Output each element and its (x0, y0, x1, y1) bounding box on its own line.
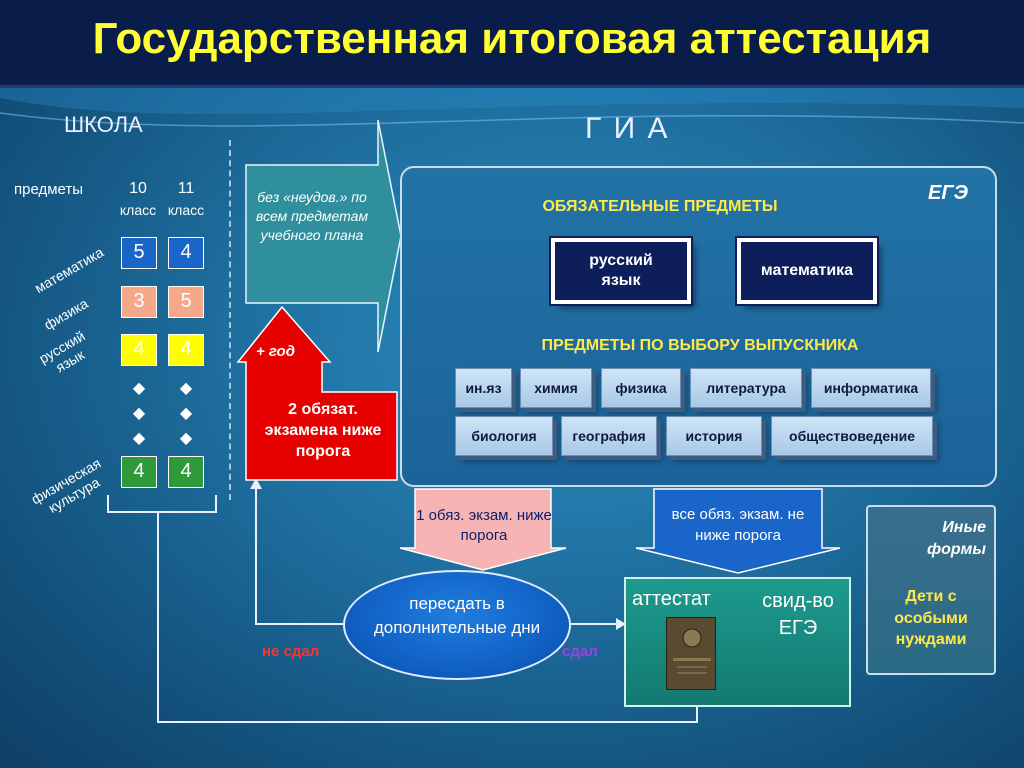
mandatory-math: математика (735, 236, 879, 306)
diamond-icon: ◆ (132, 380, 146, 397)
failed-label: не сдал (262, 643, 320, 660)
mark-russian-11: 4 (168, 334, 204, 366)
grade11-label: класс (167, 202, 205, 218)
other-forms-text: Дети с особыми нуждами (894, 588, 968, 649)
coat-of-arms-icon (673, 628, 711, 674)
two-below-text: 2 обязат. экзамена ниже порога (264, 401, 382, 460)
mark-physics-10: 3 (121, 286, 157, 318)
mark-math-11: 4 (168, 237, 204, 269)
choice-history: история (666, 416, 762, 456)
passed-label: сдал (562, 643, 598, 660)
choice-physics: физика (601, 368, 681, 408)
decorative-swoosh (0, 88, 1024, 127)
mark-russian-10: 4 (121, 334, 157, 366)
grade10-label: класс (119, 202, 157, 218)
choice-chemistry: химия (520, 368, 592, 408)
all-pass-text: все обяз. экзам. не ниже порога (671, 506, 805, 544)
ege-label: ЕГЭ (928, 182, 968, 204)
other-forms-title: Иные формы (927, 519, 986, 559)
mark-math-10: 5 (121, 237, 157, 269)
school-label: ШКОЛА (64, 112, 143, 137)
certificate-image (666, 617, 716, 690)
mark-pe-11: 4 (168, 456, 204, 488)
gia-label: Г И А (585, 112, 670, 145)
diamond-icon: ◆ (132, 430, 146, 447)
diamond-icon: ◆ (179, 430, 193, 447)
diamond-icon: ◆ (132, 405, 146, 422)
choice-informatics: информатика (811, 368, 931, 408)
diamond-icon: ◆ (179, 380, 193, 397)
certificate-label: аттестат (632, 588, 711, 610)
choice-literature: литература (690, 368, 802, 408)
ege-certificate-label: свид-во ЕГЭ (762, 590, 834, 639)
mark-physics-11: 5 (168, 286, 204, 318)
mark-pe-10: 4 (121, 456, 157, 488)
diamond-icon: ◆ (179, 405, 193, 422)
choice-geography: география (561, 416, 657, 456)
choice-social-studies: обществоведение (771, 416, 933, 456)
title-bar (0, 0, 1024, 88)
choice-title: ПРЕДМЕТЫ ПО ВЫБОРУ ВЫПУСКНИКА (541, 337, 859, 354)
retake-ellipse (343, 570, 571, 680)
page-title: Государственная итоговая аттестация (92, 14, 932, 63)
grade10-number: 10 (129, 180, 147, 197)
subjects-header: предметы (14, 181, 84, 198)
one-below-text: 1 обяз. экзам. ниже порога (416, 507, 552, 544)
choice-biology: биология (455, 416, 553, 456)
school-gia-separator (229, 140, 231, 500)
choice-foreign-lang: ин.яз (455, 368, 512, 408)
mandatory-title: ОБЯЗАТЕЛЬНЫЕ ПРЕДМЕТЫ (542, 198, 778, 215)
other-forms-panel (866, 505, 996, 675)
plus-year-label: + год (256, 343, 295, 360)
no-fail-text: без «неудов.» по всем предметам учебного… (255, 189, 369, 243)
certificate-box (624, 577, 851, 707)
grade11-number: 11 (177, 180, 195, 197)
retake-text: пересдать в дополнительные дни (373, 594, 541, 637)
